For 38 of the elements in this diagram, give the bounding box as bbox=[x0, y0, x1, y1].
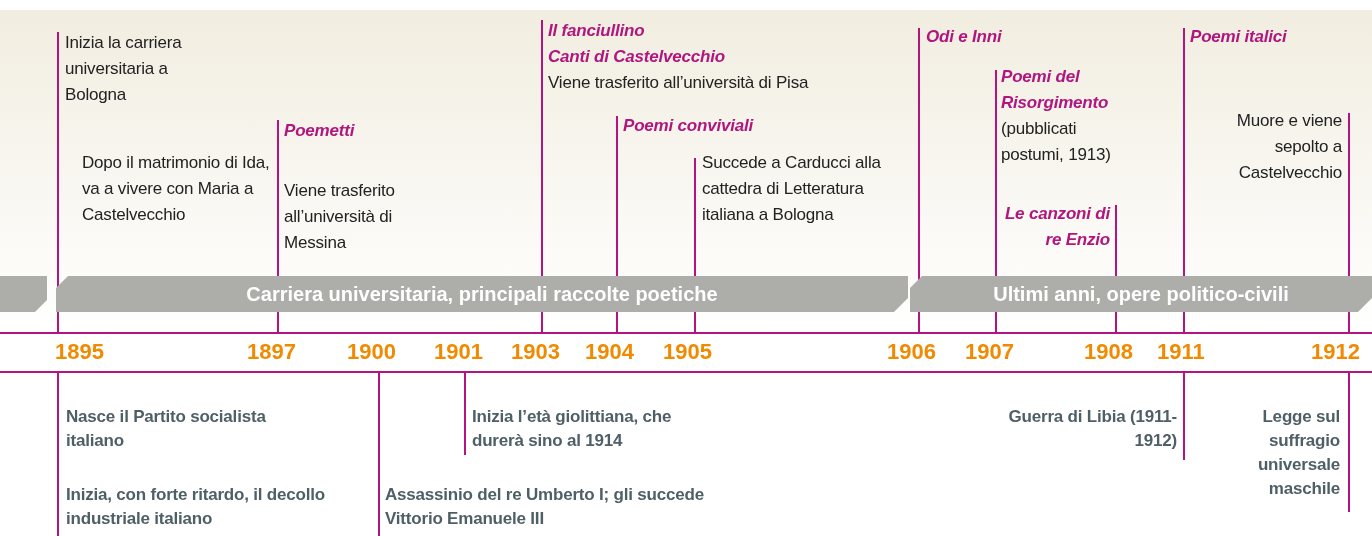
event-text: Inizia la carriera universitaria a Bologna bbox=[65, 32, 183, 106]
year-label: 1900 bbox=[347, 339, 397, 365]
work-title: Il fanciullino bbox=[548, 20, 646, 42]
year-label: 1905 bbox=[663, 339, 713, 365]
history-event-text: Nasce il Partito socialista italiano bbox=[66, 406, 266, 452]
work-title: Le canzoni di re Enzio bbox=[1003, 203, 1110, 251]
event-text: Viene trasferito all’università di Messina bbox=[284, 180, 396, 254]
event-text: Muore e viene sepolto a Castelvecchio bbox=[1235, 110, 1342, 184]
work-title: Odi e Inni bbox=[926, 26, 1003, 48]
year-label: 1901 bbox=[434, 339, 484, 365]
year-label: 1906 bbox=[887, 339, 937, 365]
history-event-text: Assassinio del re Umberto I; gli succede Vittorio Emanuele III bbox=[385, 484, 705, 530]
period-band bbox=[56, 276, 908, 312]
year-label: 1911 bbox=[1157, 339, 1206, 365]
work-title: Canti di Castelvecchio bbox=[548, 46, 726, 68]
event-text: (pubblicati postumi, 1913) bbox=[1001, 118, 1112, 166]
year-label: 1897 bbox=[247, 339, 297, 365]
history-event-text: Legge sul suffragio universale maschile bbox=[1256, 406, 1340, 500]
work-title: Poemi italici bbox=[1190, 26, 1288, 48]
work-title: Poemetti bbox=[284, 120, 356, 142]
year-label: 1912 bbox=[1311, 339, 1361, 365]
year-label: 1895 bbox=[55, 339, 105, 365]
history-event-text: Inizia l’età giolittiana, che durerà sino al 1914 bbox=[472, 406, 673, 452]
event-text: Dopo il matrimonio di Ida, va a vivere con Maria a Castelvecchio bbox=[82, 152, 271, 226]
band-label: Carriera universitaria, principali raccolte poetiche bbox=[245, 281, 719, 307]
event-text: Succede a Carducci alla cattedra di Letteratura italiana a Bologna bbox=[702, 152, 882, 226]
year-label: 1903 bbox=[511, 339, 561, 365]
event-text: Viene trasferito all’università di Pisa bbox=[548, 72, 810, 94]
history-event-text: Inizia, con forte ritardo, il decollo industriale italiano bbox=[66, 484, 326, 530]
year-label: 1908 bbox=[1084, 339, 1134, 365]
band-label: Ultimi anni, opere politico-civili bbox=[992, 281, 1290, 307]
history-event-text: Guerra di Libia (1911-1912) bbox=[1007, 406, 1177, 452]
work-title: Poemi del Risorgimento bbox=[1001, 66, 1110, 114]
period-band bbox=[910, 276, 1372, 312]
band-segment bbox=[0, 276, 47, 312]
work-title: Poemi conviviali bbox=[623, 115, 755, 137]
year-label: 1904 bbox=[585, 339, 635, 365]
year-label: 1907 bbox=[965, 339, 1015, 365]
